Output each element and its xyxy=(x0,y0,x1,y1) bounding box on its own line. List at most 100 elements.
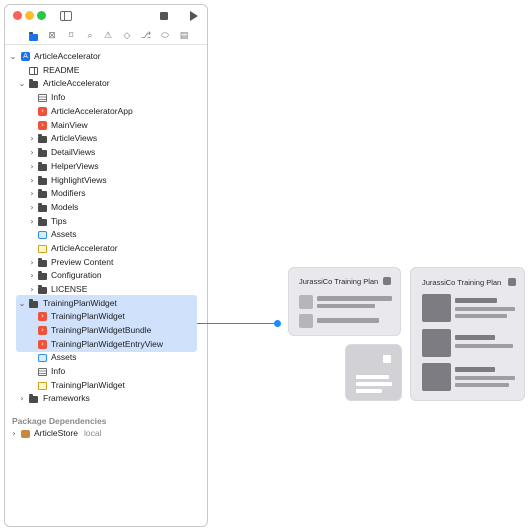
widget-thumbnail xyxy=(422,329,451,357)
tree-row-folder[interactable]: › ArticleViews xyxy=(0,132,204,145)
asset-catalog-icon xyxy=(38,353,47,362)
tree-row-file[interactable]: Info xyxy=(0,91,204,104)
tree-row-file-selected[interactable]: › TrainingPlanWidgetBundle xyxy=(0,324,204,337)
tree-row-file[interactable]: › MainView xyxy=(0,119,204,132)
tree-row-label: ArticleAccelerator xyxy=(51,243,118,253)
zoom-window-button[interactable] xyxy=(37,11,46,20)
chevron-right-icon[interactable]: › xyxy=(30,189,34,198)
chevron-right-icon[interactable]: › xyxy=(20,394,24,403)
app-icon: A xyxy=(21,52,30,61)
chevron-down-icon[interactable]: ⌄ xyxy=(18,79,26,88)
tab-breakpoints[interactable]: ⬭ xyxy=(161,31,169,41)
tree-row-file[interactable]: Assets xyxy=(0,228,204,241)
tab-project-navigator[interactable] xyxy=(27,30,39,42)
tree-row-file[interactable]: TrainingPlanWidget xyxy=(0,379,204,392)
tree-row-folder[interactable]: › DetailViews xyxy=(0,146,204,159)
folder-icon xyxy=(29,79,38,88)
tree-row-readme[interactable]: README xyxy=(0,64,204,77)
run-icon[interactable] xyxy=(190,11,198,21)
widget-text-line xyxy=(356,382,392,386)
tree-row-file[interactable]: Assets xyxy=(0,351,204,364)
package-icon xyxy=(21,429,30,438)
tree-row-file[interactable]: Info xyxy=(0,365,204,378)
widget-icon-placeholder xyxy=(383,355,391,363)
chevron-right-icon[interactable]: › xyxy=(30,217,34,226)
chevron-right-icon[interactable]: › xyxy=(30,285,34,294)
tree-row-folder[interactable]: › HighlightViews xyxy=(0,174,204,187)
chevron-right-icon[interactable]: › xyxy=(30,148,34,157)
tree-row-file[interactable]: › ArticleAcceleratorApp xyxy=(0,105,204,118)
chevron-right-icon[interactable]: › xyxy=(30,176,34,185)
widget-text-line xyxy=(455,383,509,387)
tree-row-folder[interactable]: › Configuration xyxy=(0,269,204,282)
tree-row-folder[interactable]: › HelperViews xyxy=(0,160,204,173)
tree-row-project[interactable]: ⌄ A ArticleAccelerator xyxy=(0,50,204,63)
tree-row-label: TrainingPlanWidget xyxy=(43,298,117,308)
tree-row-folder[interactable]: › Modifiers xyxy=(0,187,204,200)
widget-preview-large: JurassiCo Training Plan xyxy=(410,267,525,401)
tree-row-group-articleaccelerator[interactable]: ⌄ ArticleAccelerator xyxy=(0,77,204,90)
tree-row-group-trainingplanwidget[interactable]: ⌄ TrainingPlanWidget xyxy=(0,297,204,310)
connector-line xyxy=(197,322,278,324)
tree-row-label: Info xyxy=(51,92,66,102)
widget-text-line xyxy=(317,318,379,323)
minimize-window-button[interactable] xyxy=(25,11,34,20)
sidebar-toggle-icon[interactable] xyxy=(60,11,72,21)
folder-icon xyxy=(29,299,38,308)
chevron-right-icon[interactable]: › xyxy=(30,271,34,280)
plist-icon xyxy=(38,93,47,102)
tree-row-label: ArticleStore xyxy=(34,428,78,438)
folder-icon xyxy=(38,217,47,226)
tree-row-label: TrainingPlanWidget xyxy=(51,380,125,390)
tree-row-label: TrainingPlanWidgetBundle xyxy=(51,325,152,335)
close-window-button[interactable] xyxy=(13,11,22,20)
widget-text-line xyxy=(455,335,495,340)
swift-file-icon: › xyxy=(38,312,47,321)
tree-row-label: Info xyxy=(51,366,66,376)
tab-reports[interactable]: ▤ xyxy=(179,31,189,41)
tree-row-folder[interactable]: › Preview Content xyxy=(0,256,204,269)
tab-tests[interactable]: ◇ xyxy=(123,31,131,41)
tree-row-folder[interactable]: › LICENSE xyxy=(0,283,204,296)
tree-row-label: Models xyxy=(51,202,79,212)
tree-row-label: TrainingPlanWidgetEntryView xyxy=(51,339,163,349)
tab-debug[interactable]: ⎇ xyxy=(140,31,152,41)
widget-text-line xyxy=(455,367,495,372)
tree-row-label: LICENSE xyxy=(51,284,88,294)
tree-row-file-selected[interactable]: › TrainingPlanWidgetEntryView xyxy=(0,338,204,351)
tab-issues[interactable]: ⚠ xyxy=(103,31,113,41)
tree-row-label: ArticleViews xyxy=(51,133,98,143)
chevron-right-icon[interactable]: › xyxy=(30,134,34,143)
widget-text-line xyxy=(317,304,375,308)
widget-thumbnail xyxy=(422,294,451,322)
tab-bookmarks[interactable]: ⌑ xyxy=(68,31,74,41)
tree-row-folder[interactable]: › Tips xyxy=(0,215,204,228)
chevron-right-icon[interactable]: › xyxy=(30,162,34,171)
chevron-down-icon[interactable]: ⌄ xyxy=(9,52,17,61)
widget-preview-small xyxy=(345,344,402,401)
tab-find[interactable]: ⌕ xyxy=(87,31,93,41)
widget-icon-placeholder xyxy=(383,277,391,285)
folder-icon xyxy=(38,148,47,157)
tree-row-folder[interactable]: › Models xyxy=(0,201,204,214)
widget-text-line xyxy=(455,314,507,318)
widget-thumbnail xyxy=(299,314,313,328)
tree-row-label: Assets xyxy=(51,352,77,362)
tree-row-label: HighlightViews xyxy=(51,175,107,185)
tree-row-label: README xyxy=(43,65,80,75)
chevron-right-icon[interactable]: › xyxy=(12,429,16,438)
tab-source-control[interactable]: ⊠ xyxy=(48,31,56,41)
folder-icon xyxy=(38,285,47,294)
tree-row-file-selected[interactable]: › TrainingPlanWidget xyxy=(0,310,204,323)
tree-row-file[interactable]: ArticleAccelerator xyxy=(0,242,204,255)
folder-icon xyxy=(38,271,47,280)
widget-title: JurassiCo Training Plan xyxy=(422,278,502,287)
swift-file-icon: › xyxy=(38,340,47,349)
chevron-right-icon[interactable]: › xyxy=(30,258,34,267)
tree-row-package[interactable]: › ArticleStore local xyxy=(0,427,204,440)
tree-row-folder[interactable]: › Frameworks xyxy=(0,392,204,405)
stop-icon[interactable] xyxy=(160,12,168,20)
chevron-right-icon[interactable]: › xyxy=(30,203,34,212)
chevron-down-icon[interactable]: ⌄ xyxy=(18,299,26,308)
swift-file-icon: › xyxy=(38,107,47,116)
